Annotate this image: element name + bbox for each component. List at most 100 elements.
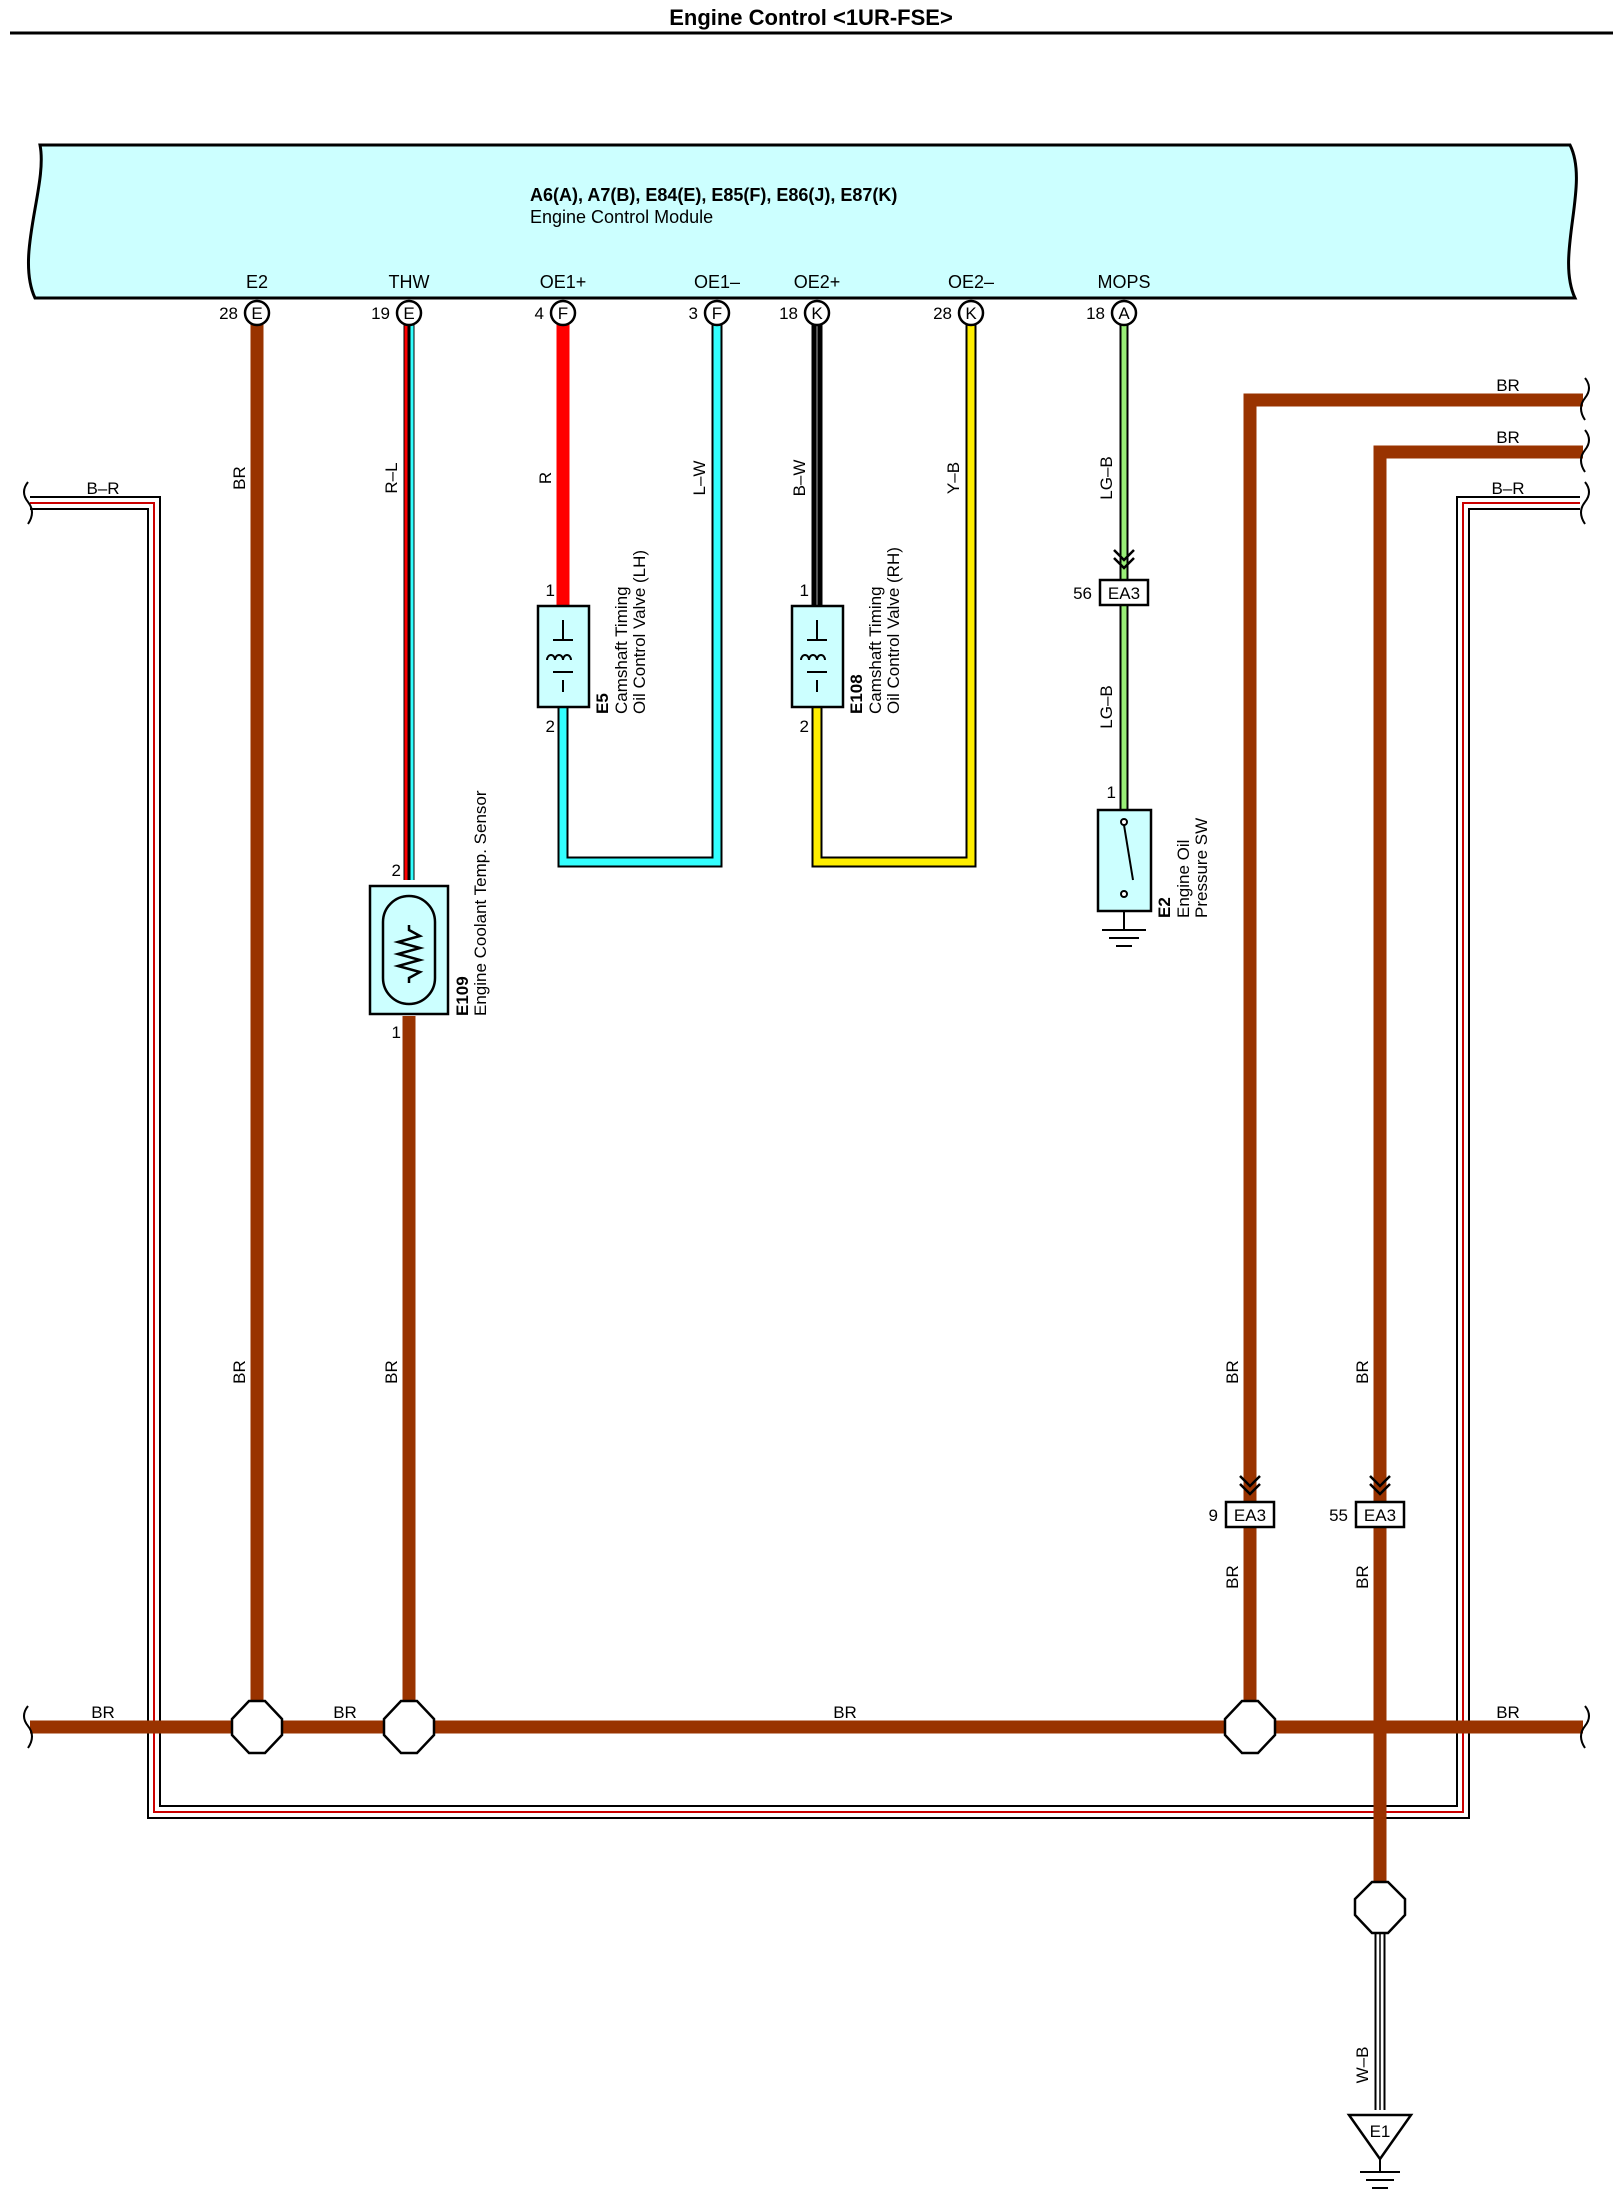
wire-label-oe1m: L–W xyxy=(690,461,709,496)
terminal-oe2p: K 18 xyxy=(779,299,831,327)
solenoid-lead xyxy=(553,620,573,692)
wire-label-right2-top: BR xyxy=(1496,428,1520,447)
wire-right2 xyxy=(1373,445,1583,1910)
junction-box xyxy=(1224,1500,1276,1529)
terminal-conn: K xyxy=(811,304,823,323)
junction-pin: 9 xyxy=(1209,1506,1218,1525)
switch-ground-icon xyxy=(1102,929,1146,947)
oil-pressure-switch: 1 E2 Engine Oil Pressure SW xyxy=(1096,783,1211,947)
switch-line2: Pressure SW xyxy=(1192,818,1211,918)
thermistor-icon xyxy=(381,894,437,1006)
wire-label-right2-mid: BR xyxy=(1353,1360,1372,1384)
chevron-icon xyxy=(1369,1475,1391,1496)
terminal-conn: E xyxy=(403,304,414,323)
splice-e2 xyxy=(230,1699,284,1755)
wire-label-e2-top: BR xyxy=(230,466,249,490)
wire-label-right-br: B–R xyxy=(1491,479,1524,498)
chevron-icon xyxy=(1239,1475,1261,1496)
junction-ea3-56: EA3 56 xyxy=(1073,549,1150,607)
junction-box xyxy=(1354,1500,1406,1529)
junction-box xyxy=(1098,578,1150,607)
wire-label-oe2p: B–W xyxy=(790,460,809,497)
coil-icon xyxy=(546,654,572,661)
switch-contact-bottom xyxy=(1120,890,1128,898)
terminal-oe2m: K 28 xyxy=(933,299,985,327)
wire-oe2m xyxy=(813,320,975,866)
ground-name: E1 xyxy=(1370,2122,1391,2141)
diagram-title: Engine Control <1UR-FSE> xyxy=(669,5,953,30)
junction-name: EA3 xyxy=(1234,1506,1266,1525)
junction-ea3-9: EA3 9 xyxy=(1209,1475,1276,1529)
ecm-box xyxy=(26,143,1578,300)
terminal-name-oe1p: OE1+ xyxy=(540,272,587,292)
wire-right1 xyxy=(1243,393,1583,1700)
terminal-name-thw: THW xyxy=(389,272,430,292)
break-right-br xyxy=(1580,481,1590,525)
terminal-conn: A xyxy=(1118,304,1130,323)
splices xyxy=(230,1699,1407,1935)
wire-label-bus-mid1: BR xyxy=(333,1703,357,1722)
terminal-oe1m: F 3 xyxy=(689,299,731,327)
terminal-circle xyxy=(703,299,731,327)
wire-br-loop-red xyxy=(30,502,1580,1813)
break-right-bus xyxy=(1580,1705,1590,1749)
sensor-pin-bottom: 1 xyxy=(392,1023,401,1042)
switch-line1: Engine Oil xyxy=(1174,840,1193,918)
wire-label-bus-mid2: BR xyxy=(833,1703,857,1722)
wire-label-right2-low: BR xyxy=(1353,1565,1372,1589)
terminal-pin: 28 xyxy=(219,304,238,323)
terminal-pin: 19 xyxy=(371,304,390,323)
valve-pin-top: 1 xyxy=(546,581,555,600)
ecm-name: Engine Control Module xyxy=(530,207,713,227)
cam-valve-lh: 1 2 E5 Camshaft Timing Oil Control Valve… xyxy=(536,550,649,736)
wire-breaks xyxy=(23,377,1590,1749)
valve-pin-bottom: 2 xyxy=(546,717,555,736)
terminal-circle xyxy=(803,299,831,327)
wire-oe1m xyxy=(559,320,721,866)
terminal-conn: F xyxy=(712,304,722,323)
wire-labels: BR R–L R L–W B–W Y–B LG–B LG–B BR BR BR … xyxy=(86,376,1524,2083)
terminal-thw: E 19 xyxy=(371,299,423,327)
cam-valve-rh: 1 2 E108 Camshaft Timing Oil Control Val… xyxy=(790,547,903,736)
junction-pin: 56 xyxy=(1073,584,1092,603)
valve-line1: Camshaft Timing xyxy=(612,586,631,714)
terminal-name-mops: MOPS xyxy=(1097,272,1150,292)
coolant-temp-sensor: 2 1 E109 Engine Coolant Temp. Sensor xyxy=(368,790,490,1042)
break-left-br xyxy=(23,481,33,525)
terminal-conn: F xyxy=(558,304,568,323)
wire-label-right1-low: BR xyxy=(1223,1565,1242,1589)
coil-icon xyxy=(800,654,826,661)
terminal-circle xyxy=(549,299,577,327)
valve-pin-top: 1 xyxy=(800,581,809,600)
ground-triangle xyxy=(1346,2113,1414,2162)
ecm-terminal-names: E2 THW OE1+ OE1– OE2+ OE2– MOPS xyxy=(246,272,1151,292)
valve-pin-bottom: 2 xyxy=(800,717,809,736)
terminal-pin: 18 xyxy=(779,304,798,323)
terminal-name-oe1m: OE1– xyxy=(694,272,740,292)
sensor-pin-top: 2 xyxy=(392,861,401,880)
terminal-oe1p: F 4 xyxy=(535,299,577,327)
valve-code: E108 xyxy=(847,674,866,714)
terminal-circle xyxy=(957,299,985,327)
switch-code: E2 xyxy=(1155,897,1174,918)
break-right2 xyxy=(1580,429,1590,473)
splice-ground xyxy=(1353,1880,1407,1935)
terminal-conn: K xyxy=(965,304,977,323)
ground-e1: E1 xyxy=(1346,2113,1414,2189)
switch-blade xyxy=(1123,824,1134,881)
valve-code: E5 xyxy=(593,693,612,714)
wire-label-bus-right: BR xyxy=(1496,1703,1520,1722)
wires xyxy=(30,320,1583,2110)
terminal-mops: A 18 xyxy=(1086,299,1138,327)
wire-label-right1-mid: BR xyxy=(1223,1360,1242,1384)
wire-label-bus-left: BR xyxy=(91,1703,115,1722)
terminal-conn: E xyxy=(251,304,262,323)
wire-label-oe2m: Y–B xyxy=(944,462,963,494)
break-left-bus xyxy=(23,1705,33,1749)
wire-label-mops-bottom: LG–B xyxy=(1097,685,1116,728)
switch-contact-top xyxy=(1120,818,1128,826)
resistor-icon xyxy=(393,925,425,983)
sensor-code: E109 xyxy=(453,976,472,1016)
valve-line1: Camshaft Timing xyxy=(866,586,885,714)
